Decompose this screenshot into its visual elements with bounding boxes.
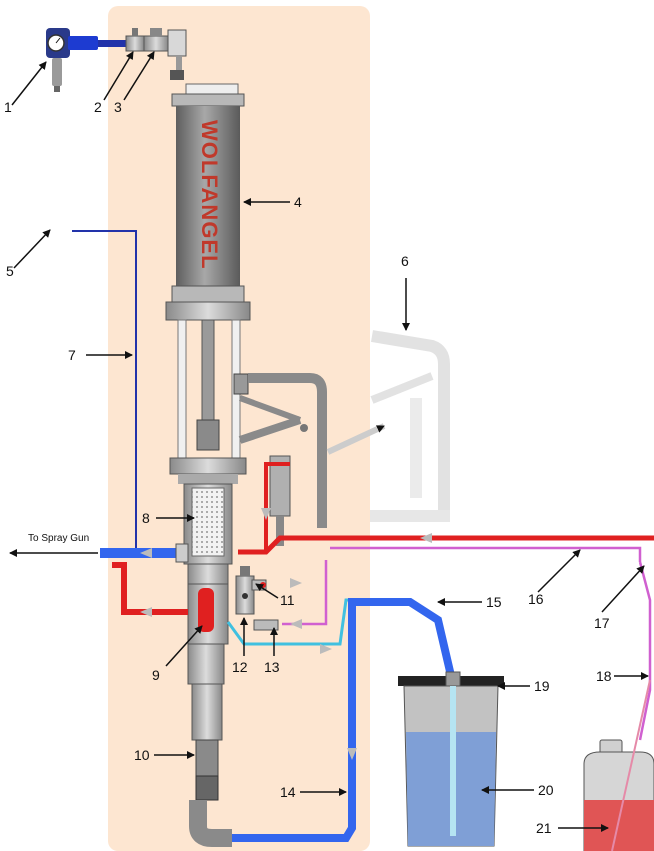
pressure-block-12: [235, 566, 255, 615]
pressure-line-main: [238, 535, 654, 555]
callout-label-21: 21: [536, 820, 552, 836]
callout-label-7: 7: [68, 347, 76, 363]
callout-label-18: 18: [596, 668, 612, 684]
agitator-arm: [233, 373, 327, 528]
return-line-16: [330, 546, 642, 562]
callout-label-17: 17: [594, 615, 610, 631]
callout-label-19: 19: [534, 678, 550, 694]
callout-arrow-9: [165, 625, 203, 667]
callout-label-6: 6: [401, 253, 409, 269]
callout-label-3: 3: [114, 99, 122, 115]
return-valve-13: [253, 619, 279, 631]
ball-valve-2: [125, 28, 145, 52]
tie-rod-left: [177, 319, 187, 461]
callout-label-11: 11: [280, 592, 295, 608]
suction-elbow: [189, 800, 232, 847]
callout-label-5: 5: [6, 263, 14, 279]
callout-label-2: 2: [94, 99, 102, 115]
callout-label-20: 20: [538, 782, 554, 798]
brand-logo-text: WOLFANGEL: [197, 120, 222, 270]
callout-label-8: 8: [142, 510, 150, 526]
callout-label-9: 9: [152, 667, 160, 683]
air-motor-cylinder-4: WOLFANGEL: [165, 83, 251, 321]
callout-arrow-1: [11, 61, 47, 106]
lower-pump-10: [187, 643, 225, 801]
flow-arrows: [140, 508, 432, 760]
lever-alt-position-6: [370, 330, 450, 522]
check-valve-9: [187, 563, 229, 645]
air-inlet-hose: [98, 40, 128, 47]
filter-housing-8: [178, 474, 238, 565]
callout-label-13: 13: [264, 659, 280, 675]
callout-arrow-3: [123, 51, 155, 101]
callout-label-4: 4: [294, 194, 302, 210]
pressure-line-left: [112, 562, 188, 615]
callout-arrow-11: [255, 583, 279, 599]
air-valve-3: [143, 28, 187, 80]
callout-label-16: 16: [528, 591, 544, 607]
callout-arrow-17: [601, 565, 645, 613]
pressure-line-up: [264, 462, 290, 550]
bucket-19: [398, 671, 504, 847]
material-supply-line-14: [232, 598, 456, 842]
callout-label-14: 14: [280, 784, 296, 800]
jug-21: [583, 679, 654, 851]
air-regulator-1: [46, 28, 98, 92]
callout-arrow-5: [13, 229, 51, 269]
outlet-fitting: [175, 543, 189, 563]
auxiliary-cylinder: [269, 455, 291, 546]
rod-coupler: [196, 419, 220, 451]
callout-arrow-16: [537, 549, 581, 593]
spray-gun-label: To Spray Gun: [28, 533, 89, 544]
callout-label-12: 12: [232, 659, 248, 675]
callout-label-1: 1: [4, 99, 12, 115]
lower-plate: [169, 457, 247, 475]
motion-arrow: [326, 423, 386, 455]
piston-rod: [201, 319, 215, 421]
callout-label-15: 15: [486, 594, 502, 610]
callout-label-10: 10: [134, 747, 150, 763]
return-line-18: [638, 561, 652, 741]
callout-arrow-2: [103, 51, 134, 101]
